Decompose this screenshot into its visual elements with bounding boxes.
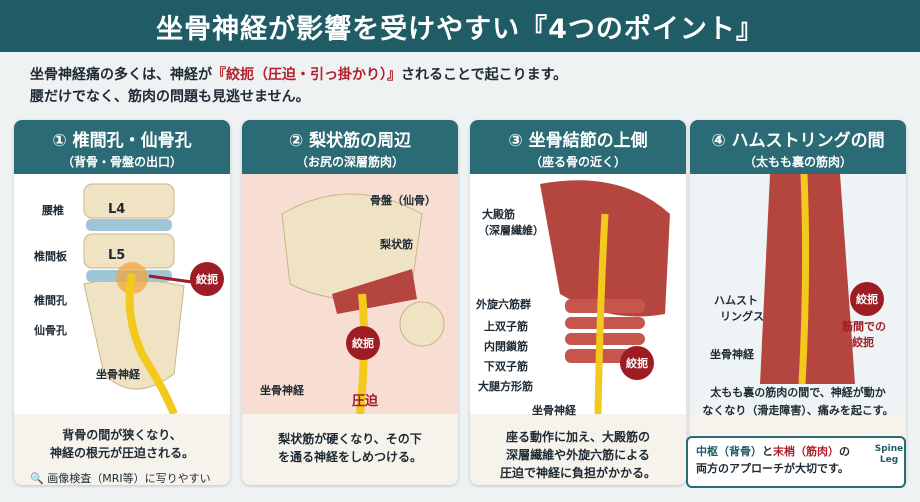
- footer-note: 🔍 画像検査（MRI等）に写りやすい: [30, 470, 211, 486]
- label-l4: L4: [108, 202, 126, 217]
- label-nerve: 坐骨神経: [710, 348, 754, 361]
- panel-header: ④ ハムストリングの間 （太もも裏の筋肉）: [690, 120, 906, 174]
- panel-subtitle: （座る骨の近く）: [529, 155, 626, 169]
- label-compression: 圧迫: [352, 394, 379, 409]
- entrapment-badge: 絞扼: [346, 326, 380, 360]
- summary-of: の: [839, 445, 850, 458]
- panel-caption: 梨状筋が硬くなり、その下 を通る神経をしめつける。: [242, 430, 458, 466]
- panel-caption: 座る動作に加え、大殿筋の 深層繊維や外旋六筋による 圧迫で神経に負担がかかる。: [470, 428, 686, 482]
- label-rotators: 外旋六筋群: [476, 298, 531, 311]
- summary-central: 中枢（背骨）: [696, 445, 762, 458]
- label-inf-gemellus: 下双子筋: [484, 360, 528, 373]
- caption-line: 圧迫で神経に負担がかかる。: [499, 466, 656, 480]
- magnifier-icon: 🔍: [30, 472, 44, 485]
- label-deep-fibers: （深層繊維）: [478, 224, 544, 237]
- caption-line: 深層繊維や外旋六筋による: [506, 448, 650, 462]
- panel-hamstring: ④ ハムストリングの間 （太もも裏の筋肉） ハムスト リングス 坐骨神経 筋間で…: [690, 120, 906, 485]
- panel-title: ① 椎間孔・仙骨孔: [52, 131, 192, 151]
- intro-line1-post: されることで起こります。: [401, 67, 568, 83]
- summary-line2: 両方のアプローチが大切です。: [696, 462, 849, 475]
- panel-title: ③ 坐骨結節の上側: [508, 131, 648, 151]
- entrapment-badge: 絞扼: [620, 346, 654, 380]
- caption-line: 座る動作に加え、大殿筋の: [505, 430, 650, 444]
- panel-subtitle: （背骨・骨盤の出口）: [61, 155, 182, 169]
- caption-line: 太もも裏の筋肉の間で、神経が動か: [710, 386, 886, 399]
- pelvis-illustration: [242, 174, 458, 414]
- intro-highlight: 『絞扼（圧迫・引っ掛かり）』: [212, 67, 401, 83]
- label-foramen: 椎間孔: [34, 294, 67, 307]
- caption-line: 神経の根元が圧迫される。: [49, 446, 194, 460]
- label-nerve: 坐骨神経: [96, 368, 140, 381]
- page-title: 坐骨神経が影響を受けやすい『4つのポイント』: [0, 0, 920, 52]
- intro-text: 坐骨神経痛の多くは、神経が『絞扼（圧迫・引っ掛かり）』されることで起こります。 …: [30, 64, 567, 108]
- label-nerve: 坐骨神経: [260, 384, 304, 397]
- footer-note-text: 画像検査（MRI等）に写りやすい: [47, 472, 211, 485]
- caption-line: 梨状筋が硬くなり、その下: [278, 432, 422, 446]
- panel-piriformis: ② 梨状筋の周辺 （お尻の深層筋肉） 骨盤（仙骨） 梨状筋 坐骨神経 圧迫 絞扼…: [242, 120, 458, 485]
- label-sup-gemellus: 上双子筋: [484, 320, 528, 333]
- summary-peripheral: 末梢（筋肉）: [773, 445, 839, 458]
- label-piriformis: 梨状筋: [380, 238, 413, 251]
- label-disc: 椎間板: [34, 250, 67, 263]
- entrapment-badge: 絞扼: [850, 282, 884, 316]
- caption-line: なくなり（滑走障害）、痛みを起こす。: [702, 404, 894, 417]
- label-lumbar: 腰椎: [42, 204, 64, 217]
- panel-title: ② 梨状筋の周辺: [288, 131, 412, 151]
- label-quadratus: 大腿方形筋: [478, 380, 533, 393]
- label-l5: L5: [108, 248, 126, 263]
- spine-illustration: [14, 174, 230, 414]
- intro-line2: 腰だけでなく、筋肉の問題も見逃せません。: [30, 89, 310, 105]
- label-gluteus: 大殿筋: [482, 208, 515, 221]
- label-hamstring-2: リングス: [720, 310, 764, 323]
- gluteal-illustration: [470, 174, 686, 414]
- spine-leg-logo: Spine Leg: [874, 444, 904, 465]
- panel-caption: 太もも裏の筋肉の間で、神経が動か なくなり（滑走障害）、痛みを起こす。: [690, 384, 906, 420]
- summary-box: 中枢（背骨）と末梢（筋肉）の 両方のアプローチが大切です。: [686, 436, 906, 488]
- caption-line: を通る神経をしめつける。: [277, 450, 422, 464]
- panel-title: ④ ハムストリングの間: [711, 131, 885, 151]
- panel-foramen: ① 椎間孔・仙骨孔 （背骨・骨盤の出口） 腰椎 L4 椎間板 L5 椎間孔 仙骨…: [14, 120, 230, 485]
- intro-line1-pre: 坐骨神経痛の多くは、神経が: [30, 67, 212, 83]
- panel-subtitle: （お尻の深層筋肉）: [295, 155, 404, 169]
- label-sacral-foramen: 仙骨孔: [34, 324, 67, 337]
- label-hamstring-1: ハムスト: [714, 294, 758, 307]
- panel-header: ② 梨状筋の周辺 （お尻の深層筋肉）: [242, 120, 458, 174]
- panel-ischial: ③ 坐骨結節の上側 （座る骨の近く） 大殿筋 （深層繊維） 外旋六筋群 上双子筋…: [470, 120, 686, 485]
- label-nerve: 坐骨神経: [532, 404, 576, 417]
- label-entrapment: 絞扼: [852, 336, 874, 349]
- label-pelvis: 骨盤（仙骨）: [370, 194, 436, 207]
- summary-and: と: [762, 445, 773, 458]
- panel-subtitle: （太もも裏の筋肉）: [743, 155, 852, 169]
- panel-header: ① 椎間孔・仙骨孔 （背骨・骨盤の出口）: [14, 120, 230, 174]
- entrapment-badge: 絞扼: [190, 262, 224, 296]
- caption-line: 背骨の間が狭くなり、: [62, 428, 182, 442]
- panel-caption: 背骨の間が狭くなり、 神経の根元が圧迫される。: [14, 426, 230, 462]
- label-intermuscular: 筋間での: [842, 320, 886, 333]
- label-obturator: 内閉鎖筋: [484, 340, 528, 353]
- panel-header: ③ 坐骨結節の上側 （座る骨の近く）: [470, 120, 686, 174]
